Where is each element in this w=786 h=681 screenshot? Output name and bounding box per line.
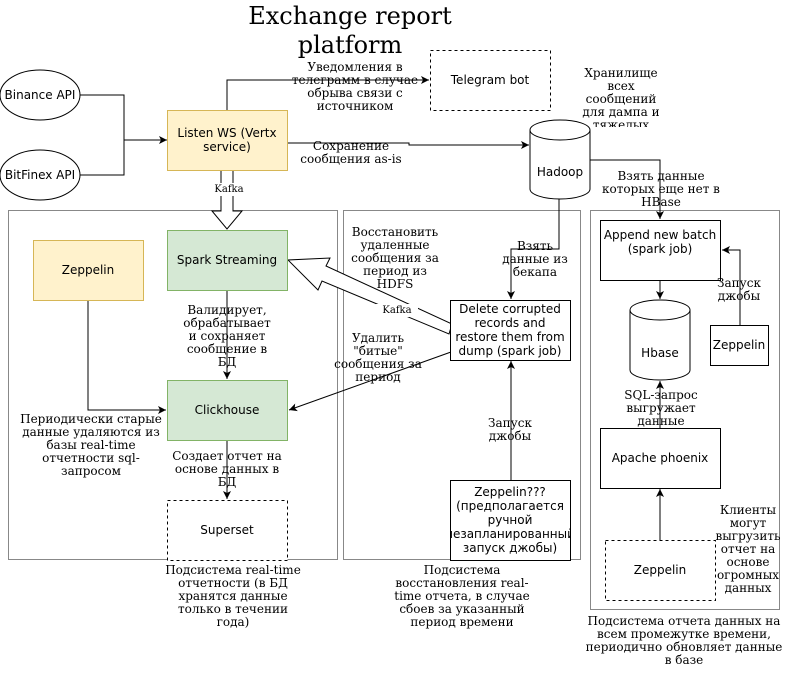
- listen-ws-node: [167, 110, 288, 171]
- telegram-bot-node: [430, 50, 551, 111]
- hadoop-node: [529, 119, 591, 200]
- spark-streaming-label: Spark Streaming: [177, 253, 277, 267]
- hbase-label: Hbase: [641, 346, 679, 360]
- delete-broken-label: Удалить "битые" сообщения за период: [334, 332, 422, 384]
- edge-zeppelin-clickhouse: [87, 301, 166, 414]
- save-as-is-label: Сохранение сообщения as-is: [300, 140, 401, 166]
- apache-phoenix-label: Apache phoenix: [612, 451, 709, 465]
- superset-label: Superset: [200, 523, 254, 537]
- zeppelin-manual-label: Zeppelin??? (предполагается ручной незап…: [450, 485, 570, 555]
- take-hbase-label: Взять данные которых еще нет в HBase: [602, 170, 720, 209]
- bitfinex-api-label: BitFinex API: [5, 168, 75, 182]
- kafka-top-label: Kafka: [207, 183, 251, 196]
- clickhouse-label: Clickhouse: [195, 403, 260, 417]
- zeppelin-manual-node: [450, 480, 571, 561]
- run-job-right-label: Запуск джобы: [717, 277, 761, 303]
- validate-label: Валидирует, обрабатывает и сохраняет соо…: [183, 304, 271, 369]
- hbase-node: [629, 299, 691, 381]
- zeppelin-realtime-node: [33, 240, 144, 301]
- restore-deleted-label: Восстановить удаленные сообщения за пери…: [351, 226, 439, 291]
- zeppelin-realtime-label: Zeppelin: [62, 263, 115, 277]
- telegram-bot-label: Telegram bot: [451, 73, 529, 87]
- hadoop-storage-label: Хранилище всех сообщений для дампа и тяж…: [582, 67, 659, 127]
- edge-hadoop-append: [589, 159, 664, 219]
- clients-export-label: Клиенты могут выгрузить отчет на основе …: [715, 504, 780, 595]
- superset-node: [167, 500, 288, 561]
- apache-phoenix-node: [600, 428, 721, 489]
- zeppelin-hbase-label: Zeppelin: [713, 338, 766, 352]
- edge-hadoop-delete: [507, 199, 560, 299]
- append-batch-node: [600, 220, 721, 281]
- edge-zeppelin-append: [722, 246, 741, 325]
- edge-bitfinex-listen: [80, 140, 125, 176]
- periodic-delete-label: Периодически старые данные удаляются из …: [20, 413, 162, 478]
- history-subsystem-frame: [590, 210, 780, 610]
- run-job-mid-label: Запуск джобы: [488, 417, 532, 443]
- telegram-note-label: Уведомления в телеграмм в случае обрыва …: [292, 61, 418, 113]
- append-batch-label: Append new batch (spark job): [604, 228, 716, 256]
- zeppelin-hbase-node: [710, 325, 769, 366]
- zeppelin-clients-node: [605, 540, 716, 601]
- history-subsystem-caption: Подсистема отчета данных на всем промежу…: [586, 615, 783, 667]
- binance-api-node: [0, 69, 81, 121]
- binance-api-label: Binance API: [5, 88, 76, 102]
- edge-listen-hadoop: [287, 141, 529, 149]
- zeppelin-clients-label: Zeppelin: [634, 563, 687, 577]
- delete-restore-label: Delete corrupted records and restore the…: [455, 302, 564, 358]
- create-report-label: Создает отчет на основе данных в БД: [172, 450, 282, 489]
- edge-binance-listen: [80, 94, 167, 144]
- listen-ws-label: Listen WS (Vertx service): [177, 126, 276, 154]
- hadoop-label: Hadoop: [537, 165, 583, 179]
- diagram-title: Exchange report platform: [248, 2, 452, 59]
- spark-streaming-node: [167, 230, 288, 291]
- realtime-subsystem-caption: Подсистема real-time отчетности (в БД хр…: [165, 564, 301, 629]
- edge-delete-clickhouse: [288, 351, 452, 412]
- kafka-mid-label: Kafka: [376, 304, 418, 317]
- take-backup-label: Взять данные из бекапа: [502, 240, 568, 279]
- recovery-subsystem-caption: Подсистема восстановления real-time отче…: [394, 564, 529, 629]
- bitfinex-api-node: [0, 149, 81, 201]
- sql-export-label: SQL-запрос выгружает данные: [624, 389, 697, 428]
- kafka-fat-arrow-top: [210, 169, 244, 230]
- delete-restore-node: [450, 300, 571, 361]
- clickhouse-node: [167, 380, 288, 441]
- edge-listen-telegram: [226, 76, 429, 110]
